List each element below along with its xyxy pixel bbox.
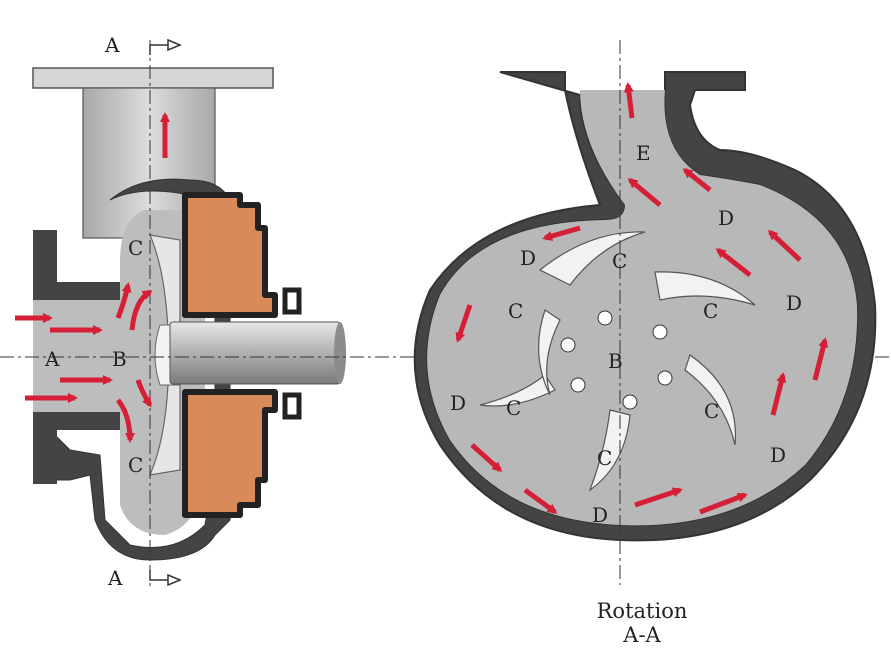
volute-label: D (450, 391, 466, 415)
flow-arrow (115, 282, 132, 319)
flow-arrow (470, 443, 503, 472)
section-mark-bottom: A (107, 566, 123, 590)
impeller-vane (588, 409, 631, 492)
bearing-housing-bottom (182, 389, 278, 518)
eye-label: B (112, 347, 127, 371)
flow-arrow (770, 372, 787, 416)
flow-arrow (542, 225, 581, 241)
volute-label: D (770, 443, 786, 467)
caption-rotation: Rotation (597, 599, 688, 623)
flow-arrow (699, 492, 748, 515)
flow-arrow (767, 229, 802, 262)
shaft (169, 321, 341, 385)
caption-section: A-A (622, 623, 661, 647)
inlet-flange-bottom (33, 412, 120, 484)
impeller-channel-label: C (597, 446, 612, 470)
flow-arrows-front (455, 82, 829, 515)
front-section-view: E B C C C C C C D D D D D D Rot (413, 40, 877, 647)
flow-arrow (682, 168, 712, 192)
impeller-channel-label: C (508, 299, 523, 323)
impeller-channel-label: C (703, 299, 718, 323)
impeller-vane (654, 271, 756, 306)
channel-bottom-label: C (128, 453, 143, 477)
flow-arrow (523, 487, 558, 515)
balance-hole (622, 394, 638, 410)
bearing-cap-top (282, 287, 302, 315)
side-section-view: A A A B C C (0, 33, 891, 590)
inlet-label: A (44, 347, 60, 371)
discharge-flange (32, 67, 274, 89)
shaft-end (334, 322, 346, 384)
flow-arrow (634, 487, 683, 508)
flow-arrow (129, 289, 153, 331)
section-mark-top: A (104, 33, 120, 57)
channel-top-label: C (128, 236, 143, 260)
balance-hole (652, 324, 668, 340)
discharge-label: E (636, 141, 651, 165)
impeller-channel-label: C (612, 249, 627, 273)
impeller-channel-label: C (506, 396, 521, 420)
impeller-eye-holes (560, 310, 673, 410)
flow-arrow (623, 82, 635, 119)
balance-hole (597, 310, 613, 326)
bearing-housing-top (182, 192, 278, 318)
center-label: B (608, 349, 623, 373)
section-arrow-bottom-icon (149, 570, 182, 587)
impeller-vane (538, 231, 646, 286)
section-arrow-top-icon (149, 38, 182, 55)
flow-arrow (812, 337, 829, 381)
impeller-channel-label: C (704, 399, 719, 423)
impeller-vanes (479, 231, 756, 492)
balance-hole (570, 377, 586, 393)
impeller-vane (538, 309, 561, 396)
volute-label: D (520, 246, 536, 270)
flow-arrow (455, 304, 473, 343)
bearing-cap-bottom (282, 392, 302, 420)
volute-label: D (592, 503, 608, 527)
volute-label: D (718, 206, 734, 230)
inlet-flange-top (33, 230, 120, 300)
balance-hole (560, 337, 576, 353)
flow-arrow (135, 379, 153, 408)
balance-hole (657, 370, 673, 386)
flow-arrow (115, 398, 135, 443)
fluid-region-front (427, 90, 858, 526)
impeller-vane (479, 374, 556, 407)
impeller-vane (684, 354, 737, 446)
flow-arrow (715, 248, 752, 277)
flow-arrow (627, 178, 662, 207)
volute-label: D (786, 291, 802, 315)
flow-arrows-side (15, 112, 170, 443)
